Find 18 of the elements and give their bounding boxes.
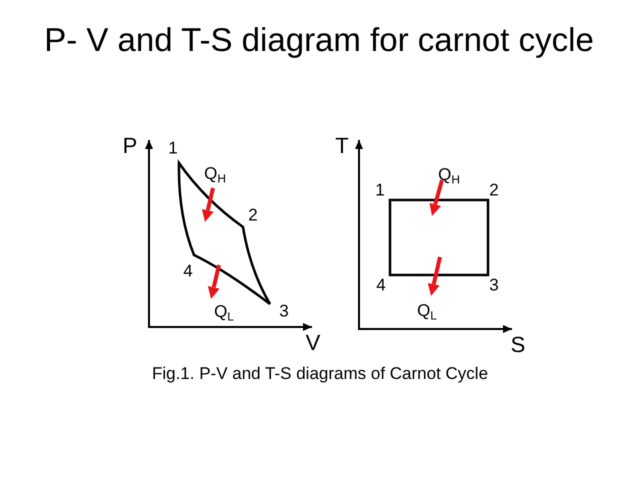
state-label: 4 bbox=[376, 276, 386, 294]
caption: Fig.1. P-V and T-S diagrams of Carnot Cycle bbox=[150, 364, 490, 384]
state-label: Q$_{H}$ bbox=[204, 164, 226, 186]
state-label: 2 bbox=[489, 182, 499, 198]
axis-label: P bbox=[122, 135, 138, 157]
state-label: 3 bbox=[489, 276, 499, 294]
state-label: 1 bbox=[168, 140, 178, 156]
axis-label: T bbox=[335, 135, 349, 157]
state-label: Q$_{L}$ bbox=[417, 302, 437, 322]
state-label: 3 bbox=[279, 302, 289, 320]
axis-label: V bbox=[306, 332, 320, 354]
title: P- V and T-S diagram for carnot cycle bbox=[44, 20, 594, 60]
state-label: 2 bbox=[248, 206, 258, 224]
state-label: 1 bbox=[375, 182, 385, 198]
axis-label: S bbox=[510, 334, 526, 356]
state-label: Q$_{L}$ bbox=[214, 302, 234, 324]
state-label: 4 bbox=[183, 262, 193, 280]
state-label: Q$_{H}$ bbox=[438, 166, 460, 186]
